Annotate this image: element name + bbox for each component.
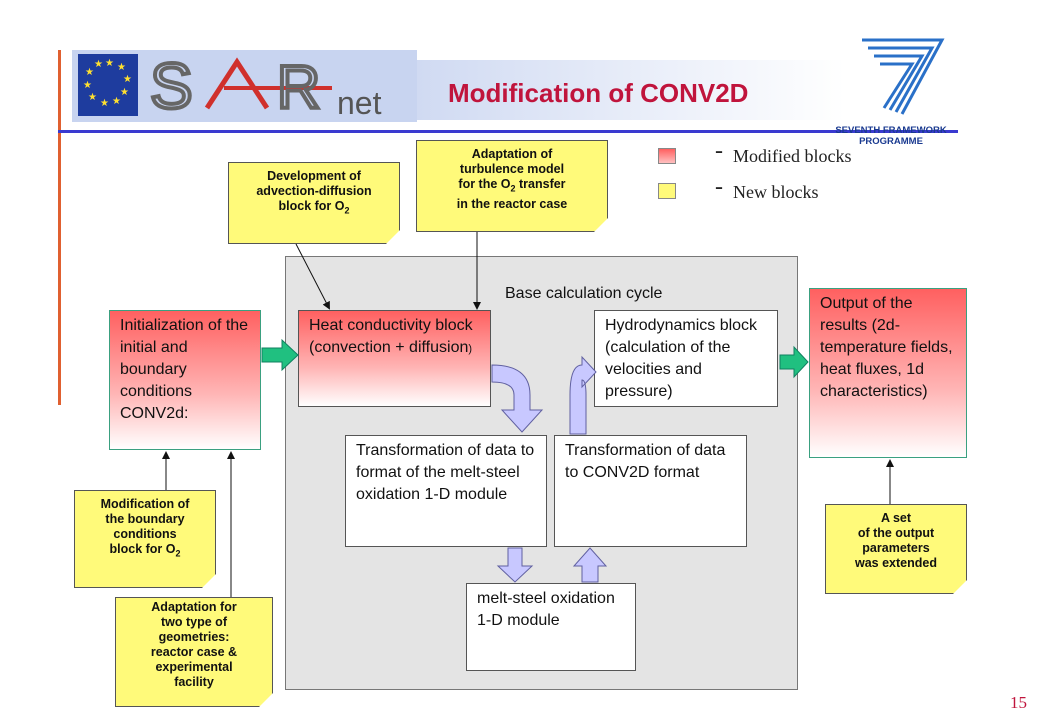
note-turbulence-line4: in the reactor case	[456, 196, 568, 211]
legend-swatch-new	[658, 183, 676, 199]
legend-dash-1: -	[715, 138, 723, 164]
fp7-label-2: PROGRAMME	[859, 136, 923, 147]
svg-text:★: ★	[88, 92, 97, 103]
note-output-set: A set of the output parameters was exten…	[825, 504, 967, 594]
note-boundary-line1: Modification of	[100, 497, 190, 511]
note-geometry-line3: geometries:	[158, 630, 230, 644]
block-transform-to-conv: Transformation of data to CONV2D format	[554, 435, 747, 547]
note-boundary-line2: the boundary	[105, 512, 185, 526]
block-hydrodynamics: Hydrodynamics block (calculation of the …	[594, 310, 778, 407]
accent-vertical-bar	[58, 50, 61, 405]
note-boundary-sub: 2	[175, 548, 181, 559]
svg-text:★: ★	[85, 67, 94, 78]
note-boundary-line4: block for O	[109, 542, 176, 556]
fp7-logo: SEVENTH FRAMEWORK PROGRAMME	[822, 32, 960, 150]
note-turbulence-sub: 2	[510, 183, 516, 194]
note-turbulence: Adaptation of turbulence model for the O…	[416, 140, 608, 232]
note-output-line3: parameters	[862, 541, 930, 555]
note-geometry-line1: Adaptation for	[151, 600, 237, 614]
eu-flag-icon	[78, 54, 138, 116]
header-gradient	[345, 60, 845, 120]
header-rule	[58, 130, 958, 133]
svg-text:★: ★	[112, 96, 121, 107]
note-advection-sub: 2	[344, 205, 350, 216]
arrow-transform-to-hydro	[569, 355, 597, 435]
base-cycle-label: Base calculation cycle	[505, 285, 663, 302]
fp7-label-1: SEVENTH FRAMEWORK	[835, 125, 947, 136]
svg-text:net: net	[337, 85, 382, 121]
legend-dash-2: -	[715, 174, 723, 200]
block-heat-conductivity: Heat conductivity block (convection + di…	[298, 310, 491, 407]
note-geometry: Adaptation for two type of geometries: r…	[115, 597, 273, 707]
arrow-heat-to-transform	[491, 364, 544, 433]
note-geometry-line2: two type of	[161, 615, 227, 629]
note-advection-line1: Development of	[267, 169, 361, 183]
block-heat-paren: )	[468, 343, 473, 355]
note-boundary: Modification of the boundary conditions …	[74, 490, 216, 588]
block-melt-steel: melt-steel oxidation 1-D module	[466, 583, 636, 671]
svg-text:S: S	[150, 50, 193, 122]
note-turbulence-line3b: transfer	[515, 177, 566, 191]
svg-text:R: R	[277, 54, 320, 121]
fp7-emblem-icon	[862, 38, 945, 115]
block-output: Output of the results (2d-temperature fi…	[809, 288, 967, 458]
block-initialization: Initialization of the initial and bounda…	[109, 310, 261, 450]
note-advection-line2: advection-diffusion	[256, 184, 372, 198]
page-number: 15	[1010, 693, 1027, 712]
arrow-melt-to-transform	[572, 547, 608, 583]
legend-label-new: New blocks	[733, 182, 819, 202]
note-output-line1: A set	[880, 511, 912, 525]
note-advection: Development of advection-diffusion block…	[228, 162, 400, 244]
note-turbulence-line2: turbulence model	[459, 162, 565, 176]
legend-swatch-modified	[658, 148, 676, 164]
note-geometry-line5: experimental	[155, 660, 233, 674]
legend-label-modified: Modified blocks	[733, 146, 852, 166]
note-turbulence-line3a: for the O	[458, 177, 511, 191]
slide-title: Modification of CONV2D	[448, 78, 749, 108]
note-turbulence-line1: Adaptation of	[471, 147, 553, 161]
note-geometry-line6: facility	[174, 675, 214, 689]
arrow-transform-to-melt	[496, 547, 534, 583]
svg-text:★: ★	[123, 74, 132, 85]
svg-text:★: ★	[94, 59, 103, 70]
note-output-line4: was extended	[855, 556, 937, 570]
svg-text:★: ★	[120, 87, 129, 98]
sarnet-logo: ★★★ ★★★ ★★★ ★ S R net	[72, 48, 417, 124]
connector-advection	[295, 243, 330, 310]
block-heat-text: Heat conductivity block (convection + di…	[309, 317, 473, 356]
note-advection-line3: block for O	[278, 199, 345, 213]
note-boundary-line3: conditions	[113, 527, 177, 541]
block-transform-to-melt: Transformation of data to format of the …	[345, 435, 547, 547]
svg-text:★: ★	[105, 58, 114, 69]
svg-text:★: ★	[117, 62, 126, 73]
svg-text:★: ★	[83, 80, 92, 91]
svg-text:★: ★	[100, 98, 109, 109]
arrow-hydro-to-output	[779, 345, 809, 379]
note-geometry-line4: reactor case &	[150, 645, 238, 659]
note-output-line2: of the output	[857, 526, 935, 540]
arrow-init-to-heat	[261, 338, 299, 372]
